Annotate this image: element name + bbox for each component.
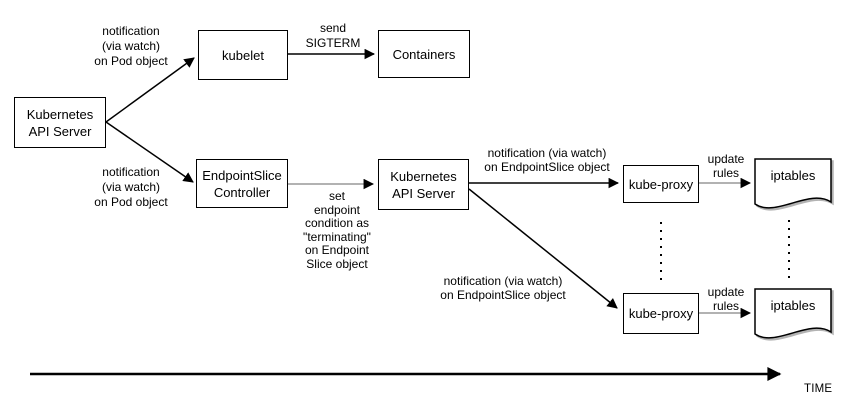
edge-apiserver-to-endpointslice-controller	[105, 121, 194, 183]
node-containers: Containers	[378, 30, 470, 78]
edge-apiserver-to-kubeproxy-bottom	[468, 188, 618, 309]
label-update-rules-top: update rules	[707, 152, 745, 180]
node-endpointslice-controller: EndpointSlice Controller	[196, 159, 288, 208]
document-shape-icon	[754, 158, 832, 209]
document-shape-icon	[754, 288, 832, 339]
label-update-rules-bottom: update rules	[707, 285, 745, 313]
edge-apiserver-to-kubelet	[105, 57, 195, 123]
label-notification-pod-top: notification (via watch) on Pod object	[94, 24, 168, 68]
node-kubernetes-api-server-left: Kubernetes API Server	[14, 97, 106, 148]
iptables-label: iptables	[770, 298, 816, 313]
label-notification-pod-bottom: notification (via watch) on Pod object	[94, 165, 168, 209]
node-kube-proxy-top: kube-proxy	[623, 165, 699, 203]
node-iptables-bottom: iptables	[754, 288, 832, 344]
node-kube-proxy-bottom: kube-proxy	[623, 293, 699, 334]
label-notification-endpointslice-top: notification (via watch) on EndpointSlic…	[484, 146, 610, 174]
iptables-label: iptables	[770, 168, 816, 183]
label-send-sigterm: send SIGTERM	[305, 21, 361, 50]
node-kubelet: kubelet	[198, 30, 288, 80]
label-set-endpoint-condition: set endpoint condition as "terminating" …	[303, 189, 371, 271]
node-iptables-top: iptables	[754, 158, 832, 214]
node-kubernetes-api-server-mid: Kubernetes API Server	[378, 159, 469, 210]
label-notification-endpointslice-bottom: notification (via watch) on EndpointSlic…	[440, 274, 566, 302]
time-axis-label: TIME	[804, 383, 833, 395]
